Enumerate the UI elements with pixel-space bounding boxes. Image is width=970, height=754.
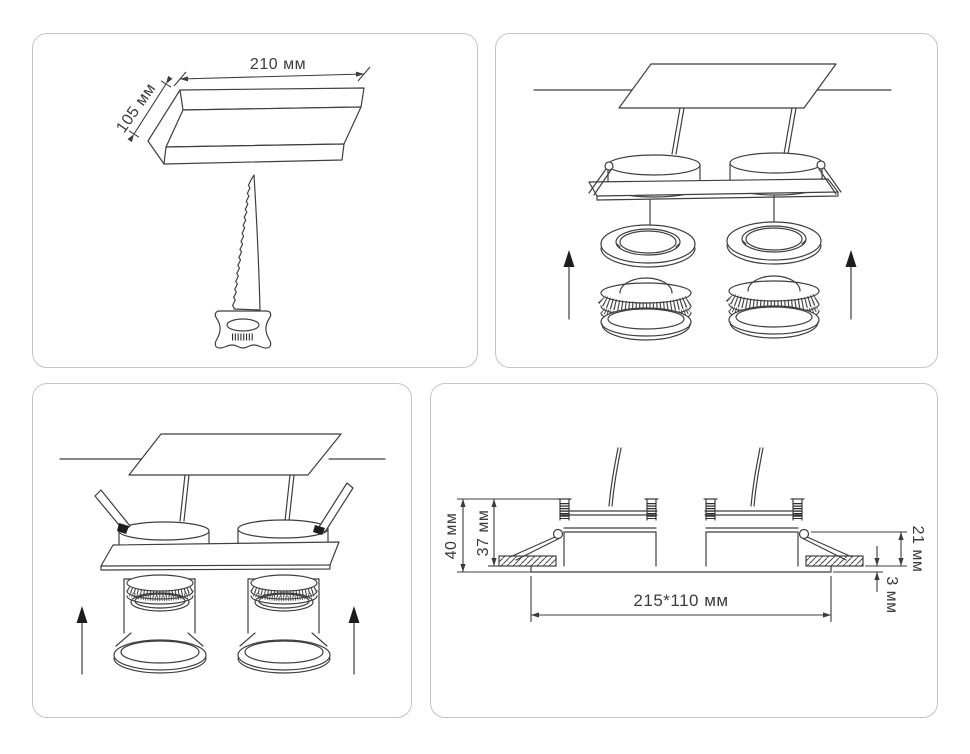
- dimension-cutout-size: 215*110 мм: [530, 576, 832, 622]
- arrow-up-right-icon: [348, 606, 360, 675]
- trim-ring-right: [237, 632, 331, 674]
- dimension-overall-height: 40 мм: [443, 498, 564, 573]
- spring-clip-right: [816, 160, 842, 195]
- dim-label-clip-height: 21 мм: [909, 526, 926, 573]
- fixture-section-left: [509, 447, 659, 567]
- cutout-box: [147, 87, 365, 165]
- panel-cutout-template: 210 мм 105 мм: [32, 33, 478, 368]
- dim-label-recess-depth: 37 мм: [475, 510, 492, 557]
- lamp-left: [597, 277, 695, 341]
- dim-label-cutout-size: 215*110 мм: [633, 591, 728, 610]
- panel-exploded-view: [495, 33, 938, 368]
- supply-cables: [671, 107, 797, 155]
- trim-ring-right: [726, 221, 822, 265]
- dimension-clip-height: 21 мм: [811, 526, 926, 573]
- trim-ring-left: [113, 632, 207, 674]
- exploded-view-drawing: [533, 63, 892, 341]
- mounting-plate: [100, 541, 340, 571]
- arrow-up-left-icon: [76, 606, 88, 675]
- cross-section-drawing: 40 мм 37 мм 21 мм: [443, 447, 926, 622]
- saw-icon: [214, 174, 272, 349]
- dim-label-depth: 105 мм: [113, 80, 159, 136]
- panel-cross-section: 40 мм 37 мм 21 мм: [430, 383, 938, 718]
- hanger-wires: [649, 195, 775, 226]
- lamp-module-left: [123, 574, 196, 634]
- ceiling-plane: [59, 433, 386, 476]
- dimension-width: 210 мм: [173, 56, 371, 87]
- spring-clip-lever-left: [94, 489, 131, 534]
- mounting-plate: [588, 178, 839, 201]
- spring-clip-left: [588, 161, 614, 196]
- dimension-depth: 105 мм: [113, 75, 173, 143]
- trim-ring-left: [600, 224, 696, 268]
- spring-clips-drawing: [59, 433, 386, 675]
- spring-clip-lever-right: [313, 482, 354, 535]
- lamp-module-right: [247, 574, 320, 634]
- lamp-right: [725, 275, 823, 339]
- dimension-trim-thickness: 3 мм: [833, 546, 900, 614]
- ceiling-plane: [533, 63, 892, 109]
- cutout-template-drawing: 210 мм 105 мм: [113, 56, 371, 349]
- fixture-section-right: [703, 447, 853, 567]
- panel-spring-clips: [32, 383, 412, 718]
- arrow-up-right-icon: [845, 250, 857, 320]
- dim-label-trim-thickness: 3 мм: [883, 576, 900, 613]
- trim-frame: [530, 565, 832, 573]
- supply-cables: [179, 474, 295, 522]
- ceiling-section: [498, 555, 864, 567]
- dim-label-width: 210 мм: [250, 56, 306, 73]
- dim-label-overall-height: 40 мм: [443, 513, 460, 560]
- arrow-up-left-icon: [563, 250, 575, 320]
- dimension-recess-depth: 37 мм: [475, 499, 501, 567]
